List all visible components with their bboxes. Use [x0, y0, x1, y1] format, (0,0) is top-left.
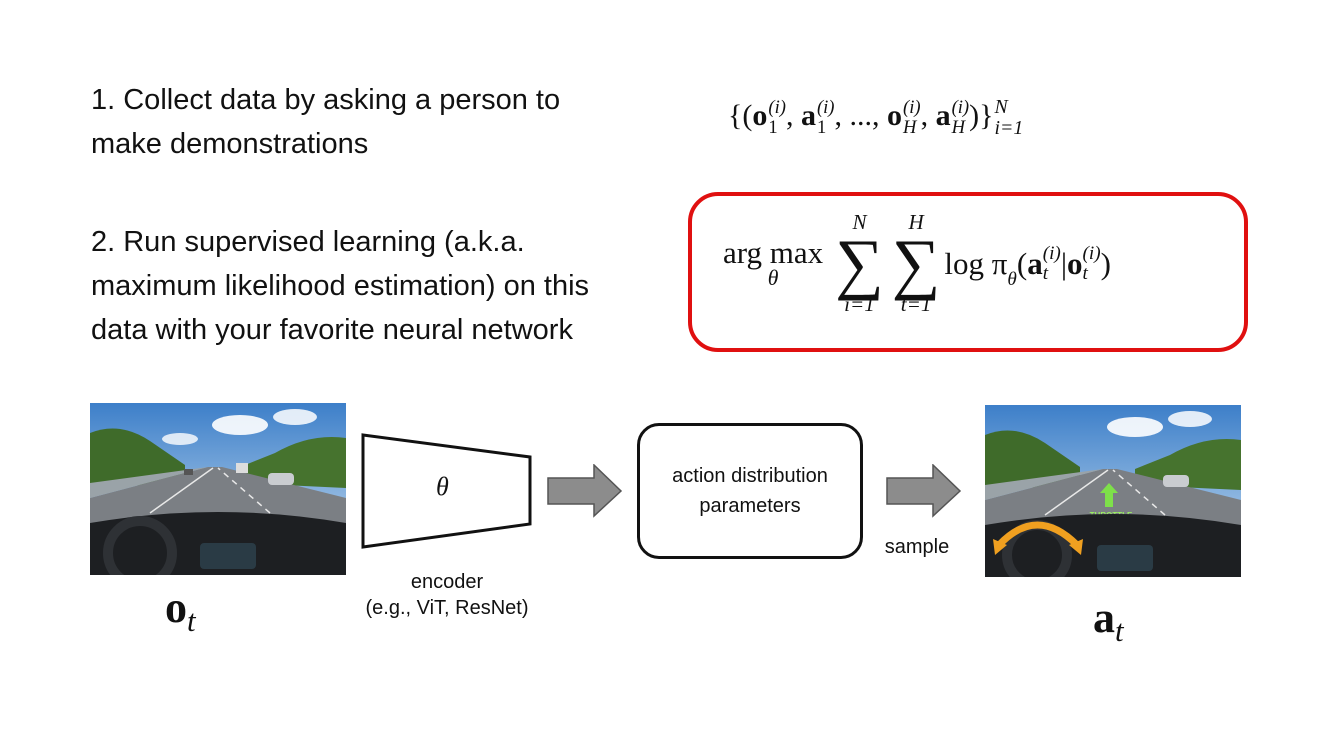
dataset-dots: ..., [849, 99, 880, 133]
objective-o: o [1067, 245, 1083, 281]
dataset-close: )} [969, 99, 994, 133]
objective-o-sup: (i) [1082, 243, 1101, 265]
step-2-line-2: maximum likelihood estimation) on this [91, 270, 590, 302]
objective-highlight-box [688, 192, 1248, 352]
step-1-text: 1. Collect data by asking a person to ma… [91, 78, 560, 166]
steering-arrow [996, 521, 1080, 548]
sum-t-upper: H [908, 210, 924, 234]
given-bar: | [1060, 245, 1068, 281]
sum-t-sigma: ∑ [891, 225, 941, 302]
dataset-sep-1: , [785, 99, 794, 133]
sum-t-lower: t=1 [900, 292, 932, 317]
observation-road-scene [90, 403, 346, 575]
objective-a-sup: (i) [1042, 243, 1061, 265]
action-symbol-base: a [1093, 593, 1115, 642]
action-symbol: at [1093, 592, 1124, 649]
distribution-label-line-2: parameters [699, 495, 801, 517]
dataset-aH-scripts: (i)H [952, 99, 970, 137]
arrow-sample [886, 464, 962, 518]
sum-i-lower: i=1 [844, 292, 875, 317]
dataset-sep-2: , [834, 99, 843, 133]
step-2-text: 2. Run supervised learning (a.k.a. maxim… [91, 220, 589, 352]
arrow-to-distribution [547, 464, 623, 518]
distribution-label-line-1: action distribution [672, 465, 828, 487]
sum-i-sigma: ∑ [835, 225, 884, 302]
dataset-o1-sup: (i) [768, 97, 786, 119]
sum-over-i: N∑i=1 [835, 210, 884, 317]
throttle-arrow [1100, 483, 1118, 507]
objective-o-scripts: (i)t [1082, 243, 1101, 285]
encoder-label-line-1: encoder [410, 571, 484, 593]
observation-symbol: ot [165, 582, 196, 639]
action-distribution-box: action distribution parameters [637, 423, 863, 559]
encoder-label: encoder (e.g., ViT, ResNet) [352, 569, 542, 621]
paren-close: ) [1100, 245, 1111, 281]
dataset-a1-scripts: (i)1 [817, 99, 835, 137]
sample-label: sample [884, 536, 950, 558]
dataset-lower: i=1 [994, 116, 1024, 139]
log-pi: log π [944, 245, 1008, 281]
step-2-line-3: data with your favorite neural network [91, 314, 573, 346]
objective-a-scripts: (i)t [1042, 243, 1061, 285]
sum-i-upper: N [852, 210, 867, 234]
argmax-text: arg max [723, 235, 824, 271]
dataset-open: {( [728, 99, 753, 133]
action-road-scene: THROTTLE [985, 405, 1241, 577]
observation-symbol-sub: t [187, 604, 196, 639]
dataset-sep-3: , [920, 99, 929, 133]
dataset-o1: o [752, 99, 768, 133]
action-image: THROTTLE [985, 405, 1241, 577]
dataset-o1-scripts: (i)1 [768, 99, 786, 137]
dataset-oH-sup: (i) [903, 97, 921, 119]
step-1-line-1: 1. Collect data by asking a person to [91, 84, 561, 116]
step-2-line-1: 2. Run supervised learning (a.k.a. [91, 226, 525, 258]
dataset-a1-sub: 1 [816, 116, 827, 138]
observation-image [90, 403, 346, 575]
step-1-line-2: make demonstrations [91, 128, 369, 160]
dataset-a1: a [800, 99, 816, 133]
observation-symbol-base: o [165, 583, 187, 632]
objective-a: a [1027, 245, 1043, 281]
dataset-aH-sup: (i) [951, 97, 970, 119]
objective-a-sub: t [1042, 263, 1049, 285]
pi-sub: θ [1007, 268, 1017, 290]
dataset-a1-sup: (i) [816, 97, 835, 119]
dataset-oH-sub: H [903, 116, 917, 138]
dataset-aH: a [935, 99, 951, 133]
dataset-oH-scripts: (i)H [903, 99, 921, 137]
paren-open: ( [1016, 245, 1028, 281]
objective-o-sub: t [1082, 263, 1088, 285]
encoder-label-line-2: (e.g., ViT, ResNet) [365, 597, 529, 619]
argmax-sub: θ [767, 266, 779, 291]
dataset-aH-sub: H [951, 116, 966, 138]
dataset-oH: o [887, 99, 903, 133]
encoder-trapezoid [361, 433, 532, 549]
dataset-o1-sub: 1 [768, 116, 778, 138]
encoder-parameter: θ [436, 472, 449, 501]
dataset-upper: N [994, 96, 1008, 118]
sum-over-t: H∑t=1 [891, 210, 941, 317]
action-symbol-sub: t [1115, 614, 1124, 649]
